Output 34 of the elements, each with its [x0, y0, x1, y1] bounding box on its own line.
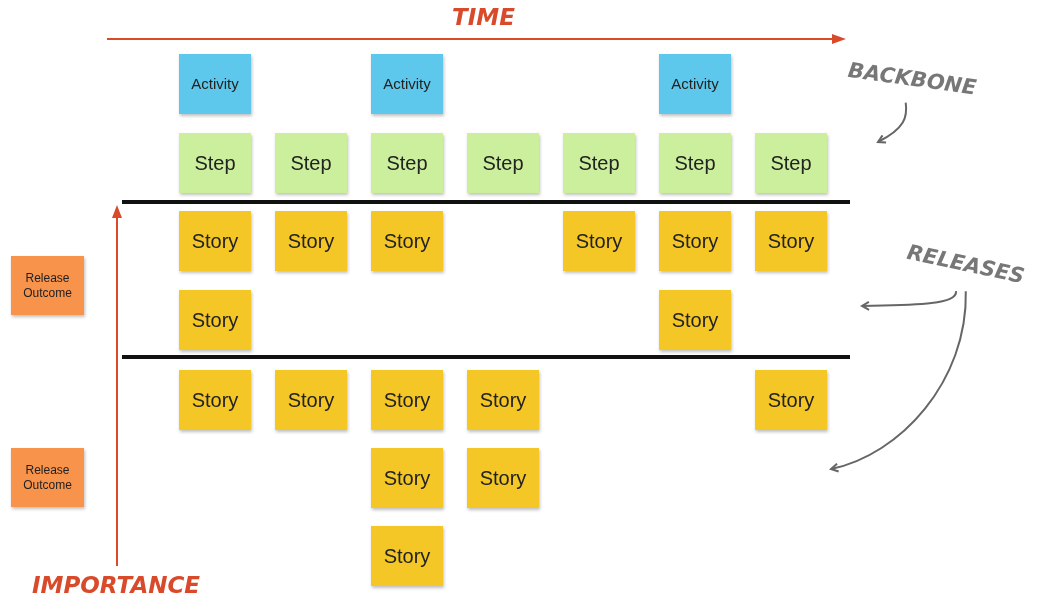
- sticky-note: Activity: [659, 54, 731, 114]
- sticky-note: Story: [179, 370, 251, 430]
- sticky-note: Story: [179, 211, 251, 271]
- sticky-note: Story: [371, 211, 443, 271]
- axis-label: TIME: [452, 4, 515, 30]
- sticky-note: Release Outcome: [11, 256, 84, 315]
- sticky-note: Story: [371, 370, 443, 430]
- sticky-note: Story: [275, 370, 347, 430]
- sticky-note: Story: [275, 211, 347, 271]
- sticky-note: Step: [659, 133, 731, 193]
- curved-arrow: [861, 290, 957, 311]
- curved-arrow: [877, 101, 908, 144]
- curved-arrow: [830, 290, 967, 472]
- sticky-note: Story: [467, 370, 539, 430]
- axis-label: IMPORTANCE: [32, 572, 201, 598]
- sticky-note: Step: [275, 133, 347, 193]
- sticky-note: Story: [659, 211, 731, 271]
- sticky-note: Story: [659, 290, 731, 350]
- sticky-note: Activity: [179, 54, 251, 114]
- sticky-note: Step: [371, 133, 443, 193]
- sticky-note: Story: [467, 448, 539, 508]
- sticky-note: Story: [371, 448, 443, 508]
- sticky-note: Release Outcome: [11, 448, 84, 507]
- sticky-note: Step: [755, 133, 827, 193]
- sticky-note: Step: [179, 133, 251, 193]
- sticky-note: Story: [563, 211, 635, 271]
- handwritten-label: BACKBONE: [846, 58, 978, 100]
- sticky-note: Story: [755, 370, 827, 430]
- sticky-note: Story: [179, 290, 251, 350]
- sticky-note: Step: [563, 133, 635, 193]
- sticky-note: Story: [371, 526, 443, 586]
- sticky-note: Step: [467, 133, 539, 193]
- sticky-note: Story: [755, 211, 827, 271]
- sticky-note: Activity: [371, 54, 443, 114]
